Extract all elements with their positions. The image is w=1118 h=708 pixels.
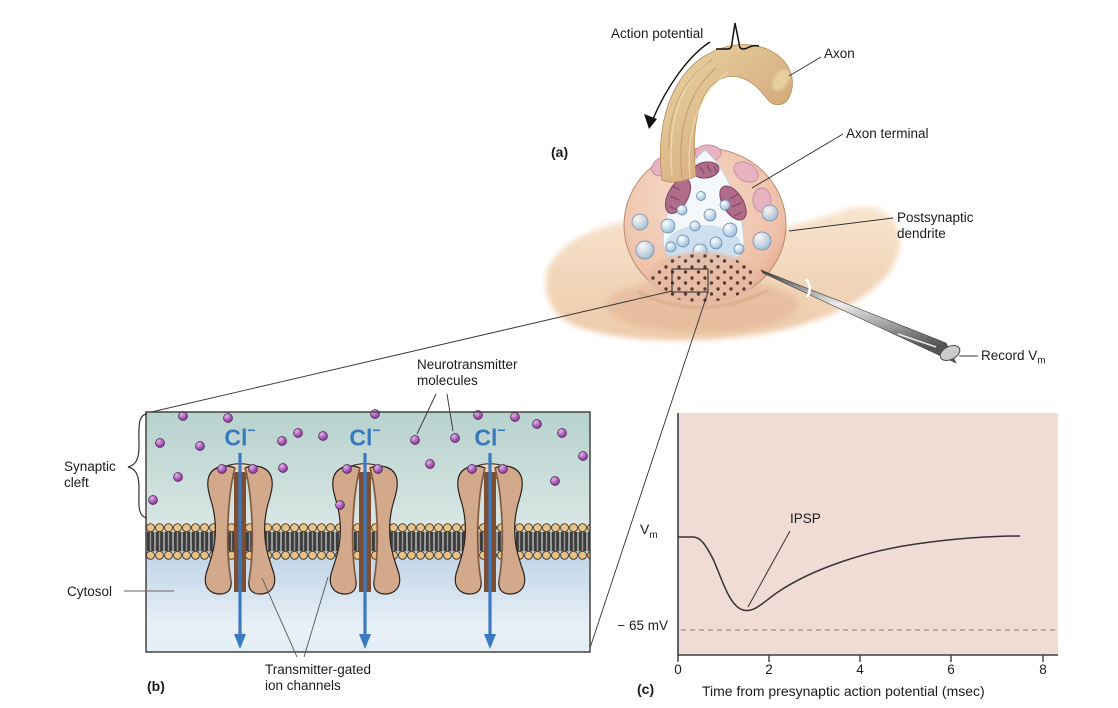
chloride-charge: − [497, 422, 506, 438]
chloride-charge: − [372, 422, 381, 438]
axon-label: Axon [824, 46, 855, 61]
vm-axis-label: Vm [640, 521, 658, 542]
synaptic-cleft-line2: cleft [64, 475, 89, 491]
panel-c-tag: (c) [637, 681, 655, 697]
neurotransmitter-line2: molecules [417, 373, 478, 389]
synaptic-cleft-line1: Synaptic [64, 459, 116, 474]
ion-channel-pointer-lines [261, 576, 329, 658]
axon-pointer-line [788, 56, 822, 77]
neurotransmitter-label: Neurotransmitter molecules [417, 357, 518, 389]
axon-terminal-pointer-line [751, 133, 844, 189]
postsynaptic-dendrite-pointer-line [788, 217, 894, 232]
neurotransmitter-pointer-lines [416, 393, 454, 435]
x-tick-label-6: 6 [947, 662, 955, 677]
x-tick-label-8: 8 [1039, 662, 1047, 677]
electrode-break-mark [804, 278, 812, 298]
zoom-connector-lines [146, 290, 709, 652]
postsynaptic-dendrite-label: Postsynaptic dendrite [897, 210, 974, 242]
active-zone-stipple [648, 252, 756, 304]
cytosol-label: Cytosol [67, 584, 113, 599]
ion-channel-line1: Transmitter-gated [265, 662, 372, 677]
chloride-ion-label: Cl− [460, 422, 520, 452]
synaptic-cleft-label: Synaptic cleft [64, 459, 116, 491]
action-potential-spike-glyph [716, 22, 760, 50]
neurotransmitter-line1: Neurotransmitter [417, 357, 518, 372]
synaptic-vesicles [631, 191, 779, 260]
panel-a-illustration [146, 22, 978, 652]
record-vm-label: Record Vm [981, 348, 1046, 368]
axon-terminal-label: Axon terminal [846, 126, 929, 141]
chloride-ion-label: Cl− [210, 422, 270, 452]
chloride-ion-label: Cl− [335, 422, 395, 452]
ion-channel-line2: ion channels [265, 678, 341, 694]
x-axis-title: Time from presynaptic action potential (… [702, 683, 985, 699]
postsynaptic-line1: Postsynaptic [897, 210, 974, 225]
baseline-65mv-label: − 65 mV [617, 618, 668, 633]
axon-terminal-illustration [623, 144, 787, 304]
recording-electrode [760, 269, 961, 364]
action-potential-arrow [644, 41, 711, 129]
vm-subscript: m [649, 529, 658, 541]
mitochondria [664, 161, 747, 221]
panel-c-graph [677, 413, 1058, 662]
chloride-symbol: Cl [224, 424, 248, 451]
axon-illustration [660, 44, 793, 183]
ion-channel-label: Transmitter-gated ion channels [265, 662, 371, 694]
ipsp-label: IPSP [790, 511, 821, 526]
x-tick-label-4: 4 [856, 662, 864, 677]
record-vm-subscript: m [1037, 355, 1046, 367]
panel-b-tag: (b) [147, 678, 165, 694]
chloride-symbol: Cl [474, 424, 498, 451]
panel-b-illustration [124, 393, 591, 658]
action-potential-label: Action potential [611, 26, 704, 41]
x-tick-label-0: 0 [674, 662, 682, 677]
zoom-box [671, 268, 709, 293]
x-tick-label-2: 2 [765, 662, 773, 677]
chloride-symbol: Cl [349, 424, 373, 451]
record-vm-text: Record V [981, 348, 1038, 363]
graph-plot-area [678, 413, 1058, 655]
ipsp-pointer-line [747, 530, 791, 608]
panel-a-pointer-lines [751, 56, 978, 357]
postsynaptic-line2: dendrite [897, 226, 946, 242]
ipsp-curve [678, 535, 1021, 612]
mitochondria-cristae [668, 164, 743, 217]
vm-text: V [640, 521, 650, 537]
x-axis-ticks [677, 655, 1044, 662]
chloride-charge: − [247, 422, 256, 438]
axon-striations [668, 59, 729, 179]
panel-a-tag: (a) [551, 144, 569, 160]
synaptic-cleft-brace [127, 413, 148, 519]
